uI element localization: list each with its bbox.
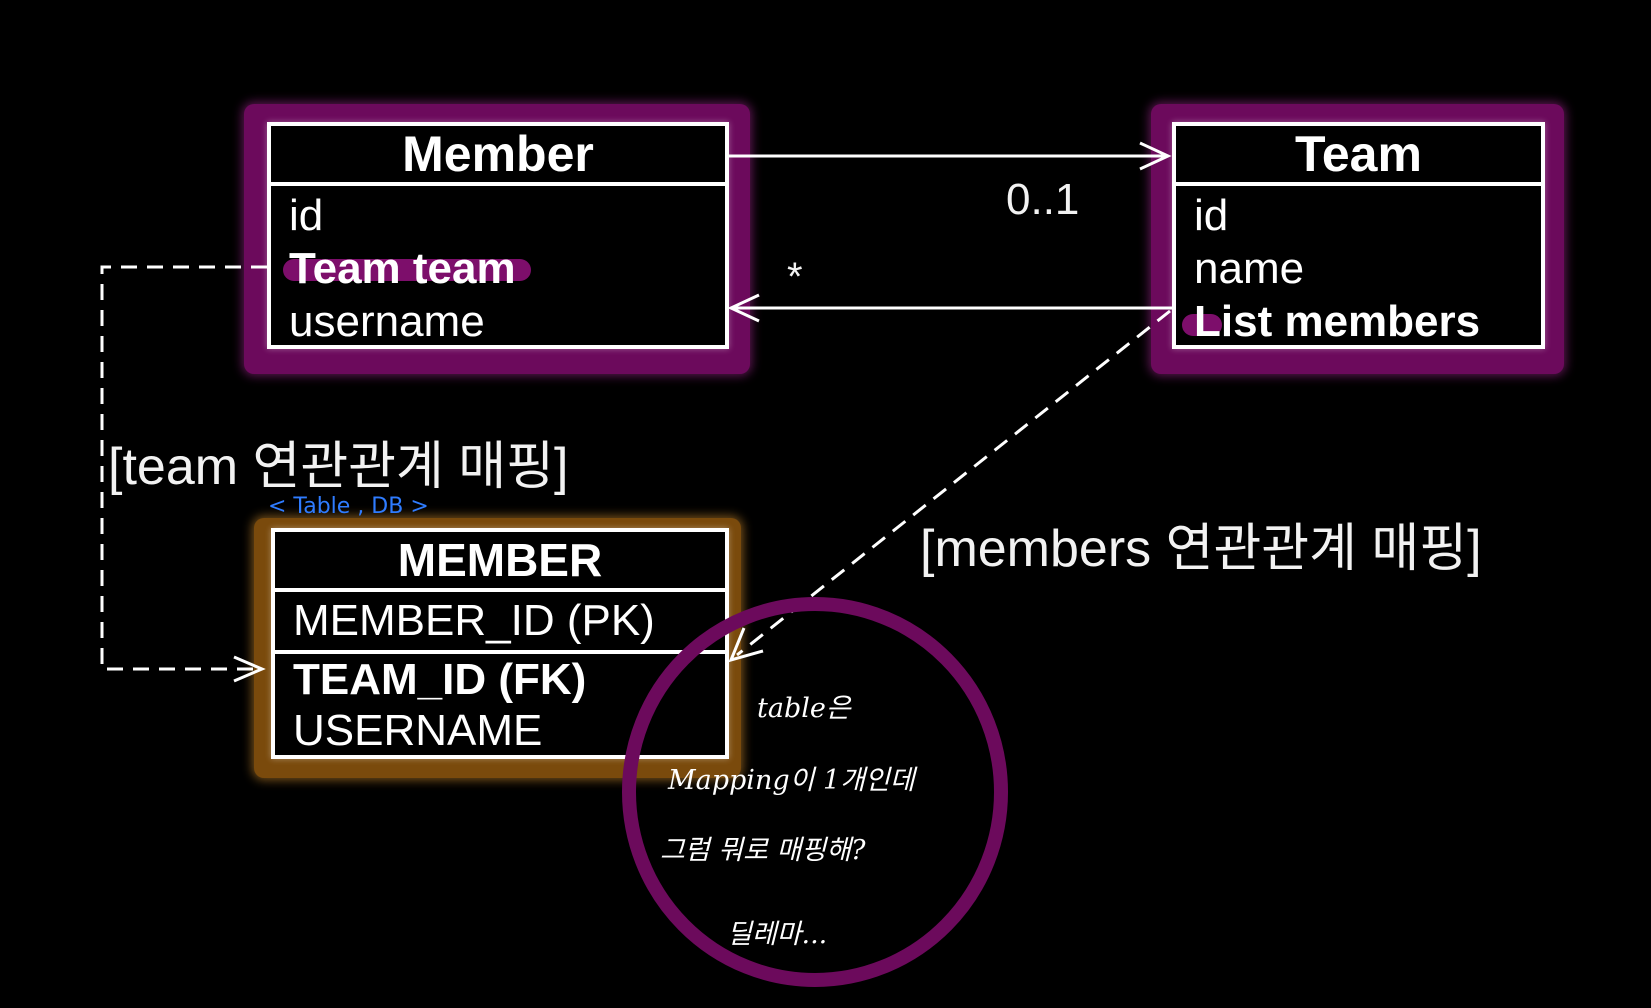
table-field-member-id: MEMBER_ID (PK) [293,596,655,645]
member-field-username: username [289,297,485,346]
table-field-username: USERNAME [293,706,543,755]
member-table-title: MEMBER [275,532,725,592]
team-entity: Team id name List members [1172,122,1545,349]
handwritten-line-1: table은 [757,693,851,724]
arrowhead-team-mapping [233,655,266,683]
arrowhead-members-mapping [728,627,764,663]
members-mapping-label: [members 연관관계 매핑] [920,520,1482,578]
member-table: MEMBER MEMBER_ID (PK) TEAM_ID (FK) USERN… [271,528,729,759]
member-field-team: Team team [271,242,725,295]
member-entity: Member id Team team username [267,122,729,349]
team-mapping-dashed-line [100,265,267,671]
handwritten-line-4: 딜레마... [727,919,828,950]
member-field-id: id [289,191,324,240]
team-field-members: List members [1176,295,1541,348]
members-mapping-dashed-line [736,309,1171,657]
team-mapping-label: [team 연관관계 매핑] [108,438,569,496]
handwritten-line-2: Mapping이 1개인데 [668,765,915,796]
multiplicity-to-many: * [787,255,803,299]
table-field-team-id: TEAM_ID (FK) [293,655,587,704]
multiplicity-to-one: 0..1 [1006,175,1080,224]
arrowhead-to-member [727,293,760,323]
arrowhead-to-team [1139,141,1172,171]
team-entity-title: Team [1176,126,1541,186]
member-entity-title: Member [271,126,725,186]
table-db-annotation: < Table , DB > [268,494,429,519]
handwritten-line-3: 그럼 뭐로 매핑해? [660,835,866,866]
note-circle [622,597,1008,987]
team-field-name: name [1194,244,1305,293]
team-field-id: id [1194,191,1229,240]
